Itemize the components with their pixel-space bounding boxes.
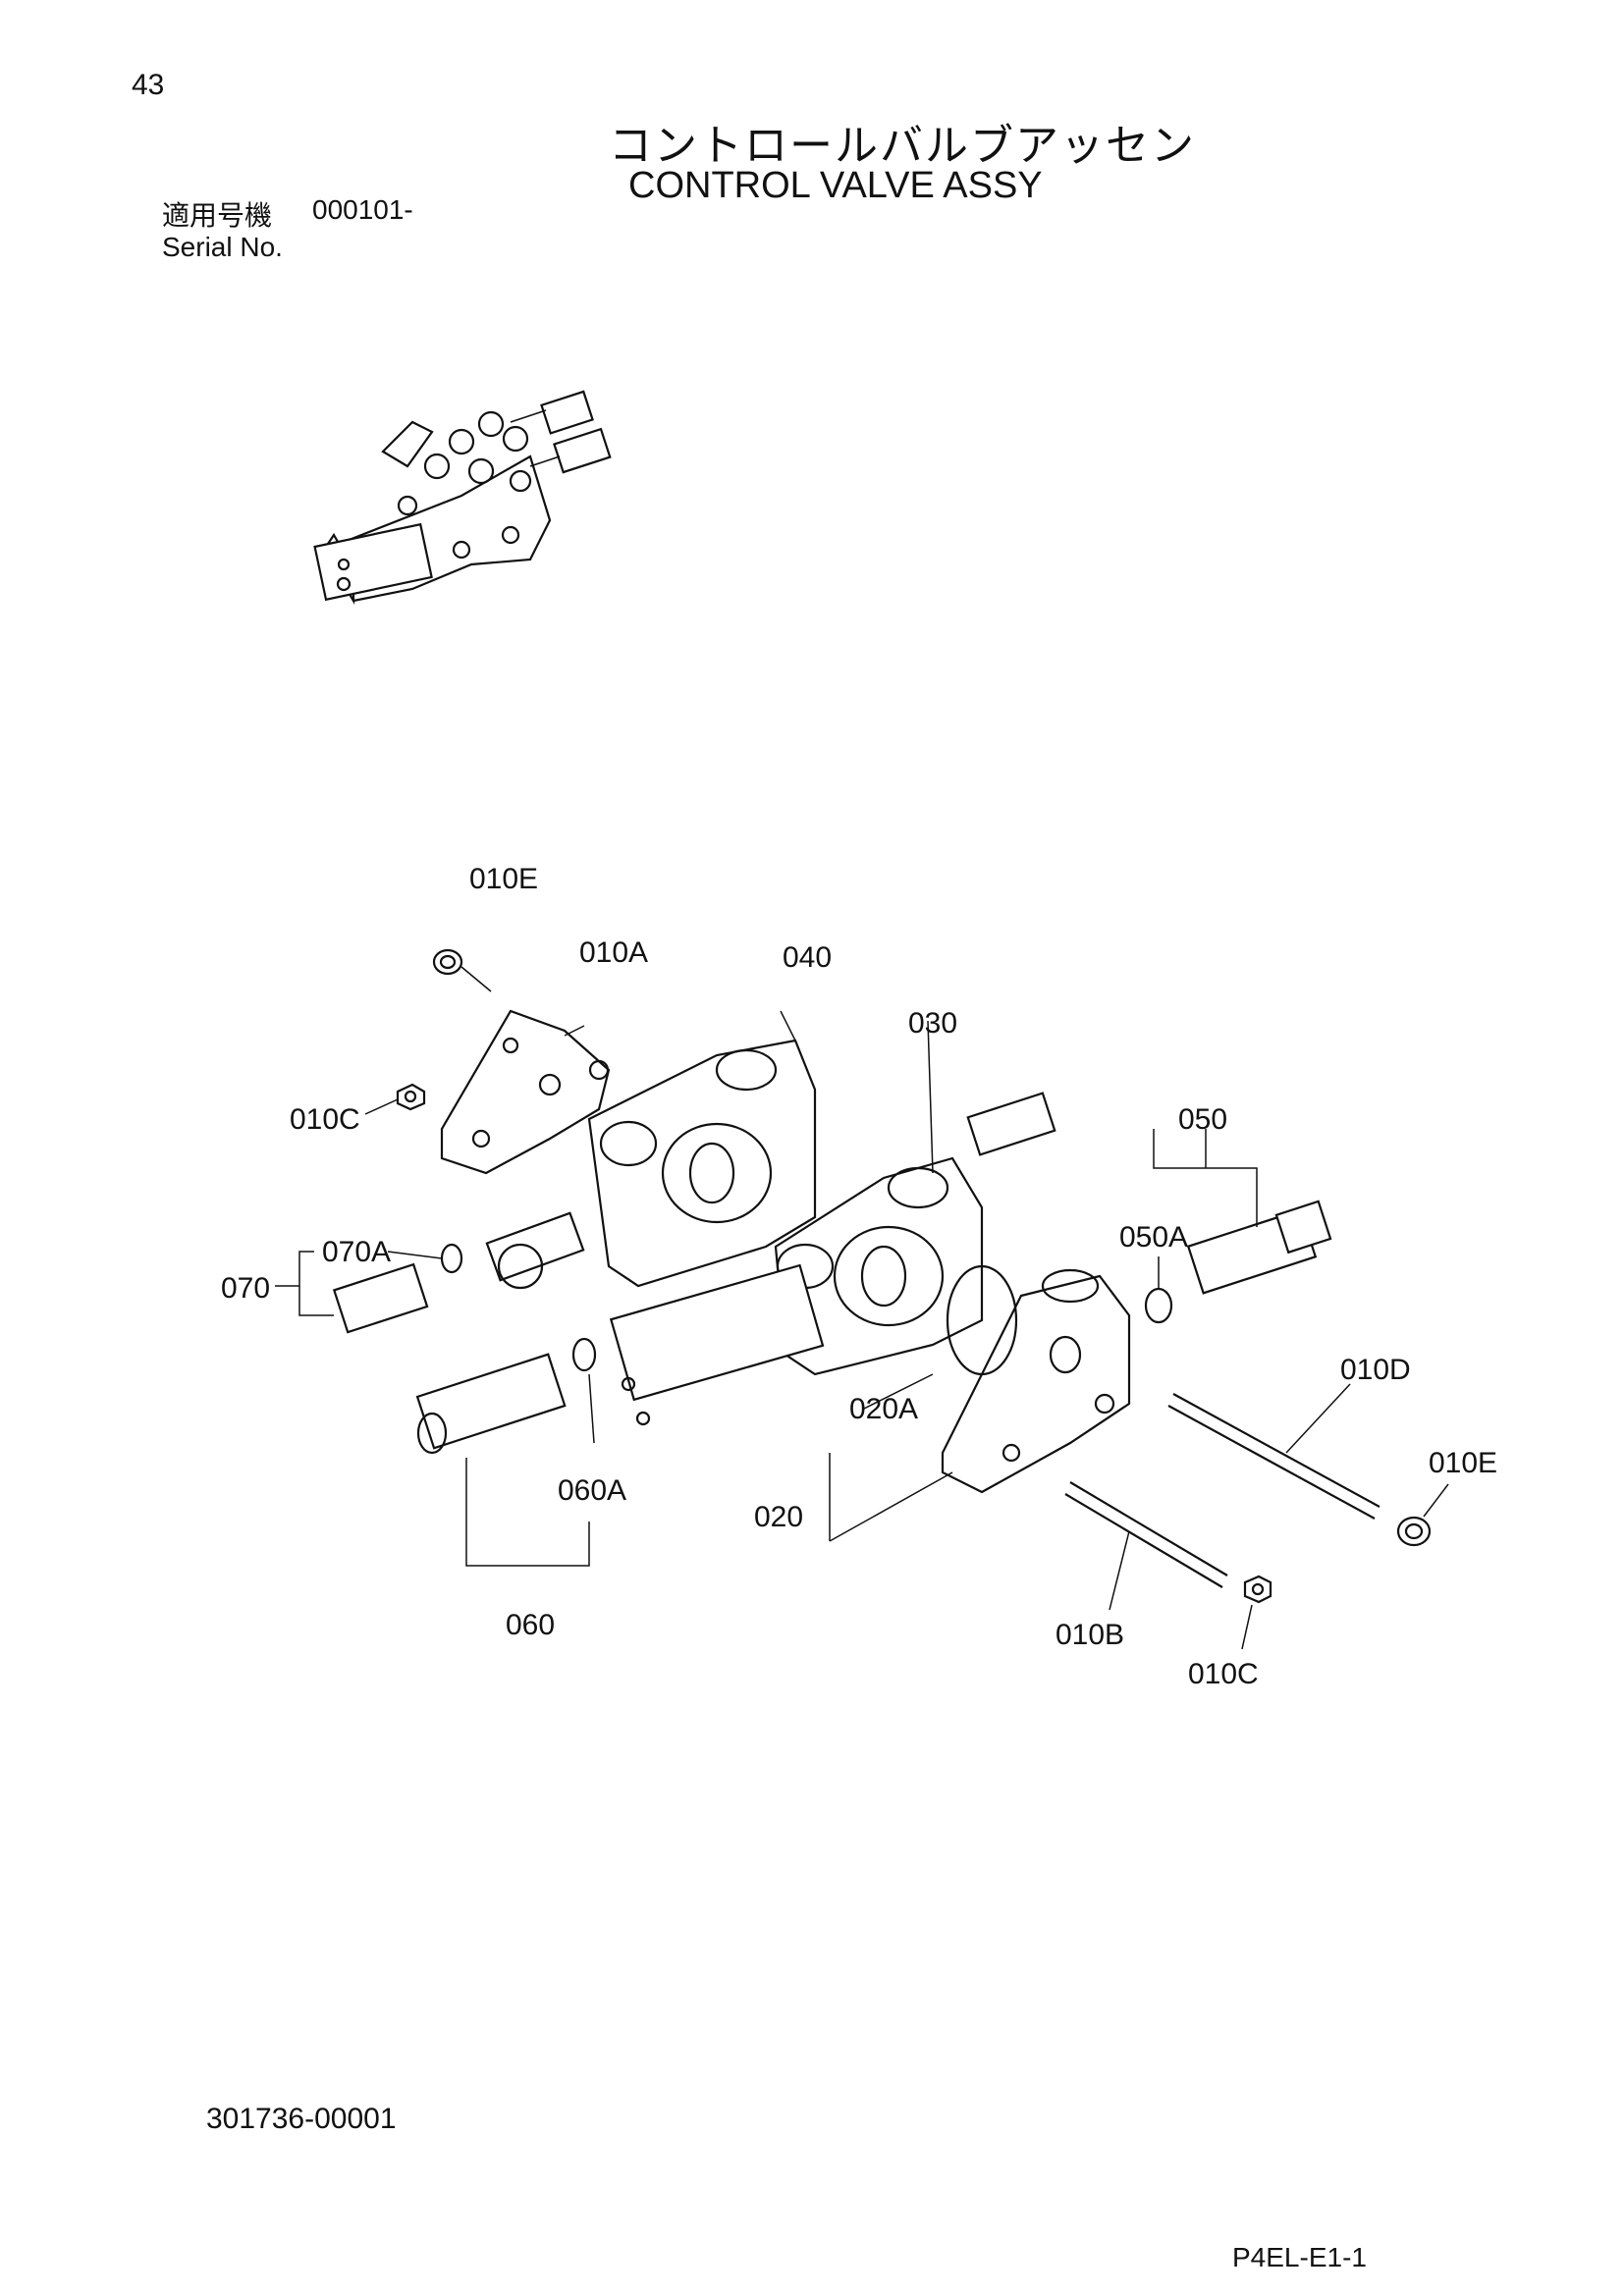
title-english: CONTROL VALVE ASSY: [628, 165, 1043, 206]
part-010D-stud-bolt: [1167, 1393, 1380, 1520]
part-010B-stud-bolt: [1064, 1481, 1228, 1588]
callout-060A: 060A: [558, 1474, 626, 1507]
drawing-number: 301736-00001: [206, 2103, 397, 2135]
callout-070: 070: [221, 1272, 270, 1305]
part-010E-nut-right: [1396, 1516, 1432, 1547]
callout-010A: 010A: [579, 936, 648, 969]
part-040-valve-section: [485, 1039, 817, 1290]
callout-010E-right: 010E: [1429, 1447, 1497, 1479]
callout-050A: 050A: [1119, 1221, 1188, 1254]
part-060-relief-valve: [415, 1353, 567, 1455]
callout-020A: 020A: [849, 1393, 918, 1425]
part-010A-end-cover: [440, 1009, 611, 1175]
part-050-relief-cartridge: [1186, 1200, 1332, 1295]
callout-010C-bottom: 010C: [1188, 1658, 1259, 1690]
callout-010C-left: 010C: [290, 1103, 360, 1136]
callout-010D: 010D: [1340, 1354, 1411, 1386]
part-010E-nut-top: [432, 948, 463, 976]
page-code: P4EL-E1-1: [1232, 2242, 1367, 2272]
part-060A-o-ring: [571, 1337, 597, 1372]
part-030-valve-section: [609, 1092, 1056, 1426]
callout-040: 040: [783, 941, 832, 974]
part-010C-nut-left: [396, 1083, 426, 1111]
callout-030: 030: [908, 1007, 957, 1040]
serial-label-english: Serial No.: [162, 232, 283, 262]
callout-050: 050: [1178, 1103, 1227, 1136]
part-020-inlet-section: [941, 1264, 1131, 1494]
callout-010B: 010B: [1056, 1619, 1124, 1651]
assembled-valve-thumbnail: [313, 390, 612, 606]
part-050A-o-ring: [1144, 1287, 1173, 1324]
part-010C-nut-bottom: [1243, 1575, 1272, 1604]
part-070A-o-ring: [440, 1243, 463, 1274]
serial-label-japanese: 適用号機: [162, 199, 273, 232]
callout-010E-top: 010E: [469, 863, 538, 895]
title-japanese: コントロールバルブアッセン: [609, 121, 1196, 171]
callout-060: 060: [506, 1609, 555, 1641]
callout-070A: 070A: [322, 1236, 391, 1268]
part-070-plug: [332, 1262, 429, 1334]
serial-number-value: 000101-: [312, 194, 413, 225]
callout-020: 020: [754, 1501, 803, 1533]
page-number: 43: [132, 69, 165, 101]
